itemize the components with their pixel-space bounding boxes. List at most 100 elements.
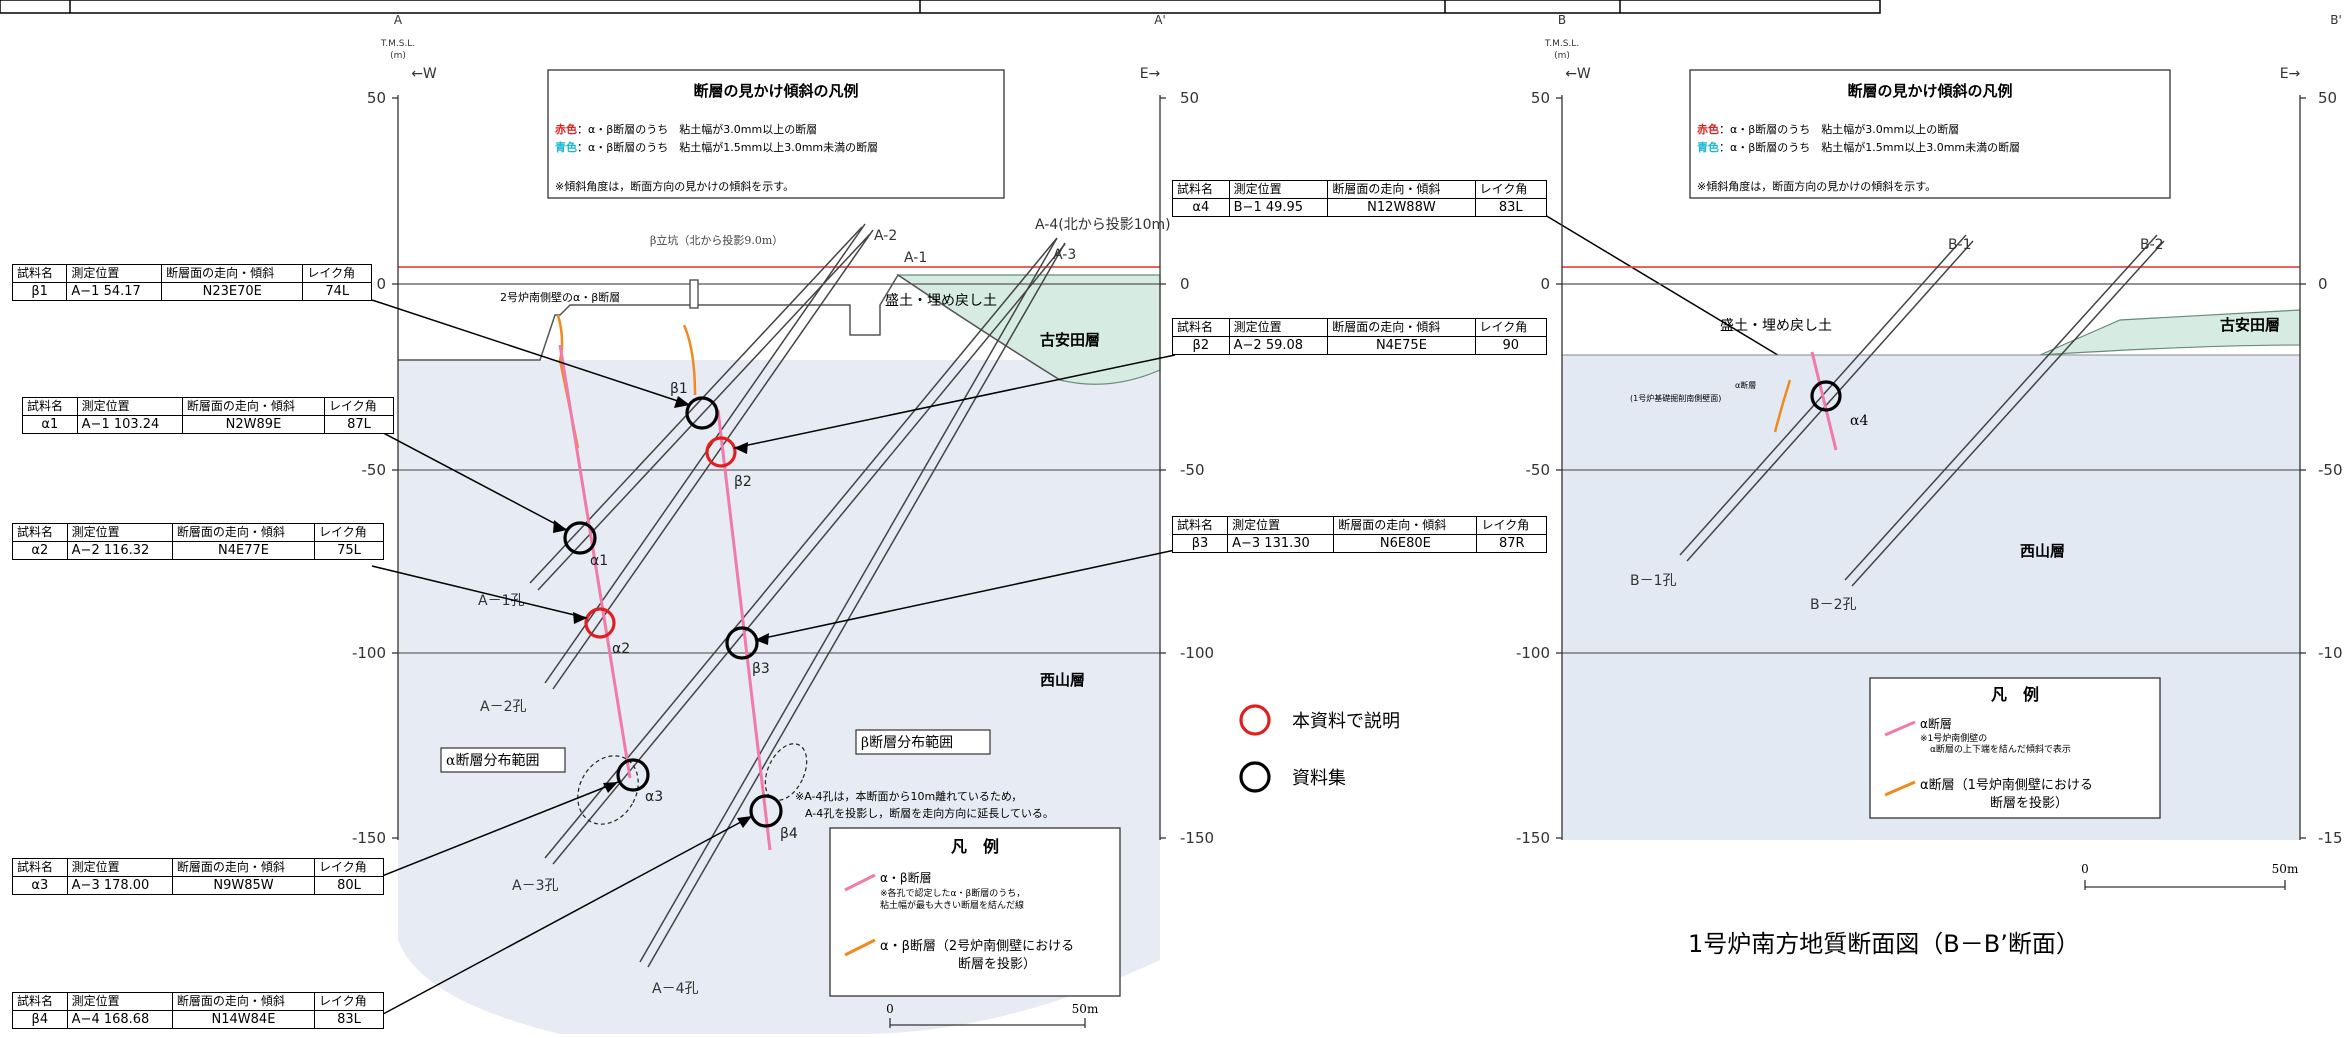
right-scale-0: 0 [2081,862,2089,876]
legend-red-text: ：α・β断層のうち 粘土幅が3.0mm以上の断層 [577,122,817,136]
cell-strike: N4E77E [171,541,316,560]
b-legend-red-row: 赤色：α・β断層のうち 粘土幅が3.0mm以上の断層 [1697,122,1959,136]
th-rake: レイク角 [1476,516,1547,535]
marker-legend-black-icon [1239,761,1271,793]
cell-sample-name: β3 [1171,534,1229,553]
sample-table-beta4: 試料名 測定位置 断層面の走向・傾斜 レイク角 β4 A−4 168.68 N1… [12,992,384,1029]
marker-alpha2 [584,607,616,639]
b-orange-fault [1773,379,1792,433]
marker-alpha3 [616,758,650,792]
b-y-tick-0: 0 [1540,275,1550,293]
b-koyasuda-label: 古安田層 [2220,316,2280,334]
bh-bottom-a4: A－4孔 [652,981,698,997]
cell-position: A−2 59.08 [1228,336,1329,355]
cell-sample-name: α1 [22,415,78,434]
th-position: 測定位置 [66,992,173,1011]
marker-beta1 [685,396,719,430]
cell-rake: 87R [1476,534,1547,553]
b-alpha-fault-label1: α断層 [1735,380,1756,390]
sample-table-beta1: 試料名 測定位置 断層面の走向・傾斜 レイク角 β1 A−1 54.17 N23… [11,264,372,301]
sample-table-beta2: 試料名 測定位置 断層面の走向・傾斜 レイク角 β2 A−2 59.08 N4E… [1172,318,1548,355]
b-y-tick-right-0: 0 [2318,275,2328,293]
b-legend-pink-note1: ※1号炉南側壁の [1920,732,1987,744]
cell-position: A−1 54.17 [66,282,163,301]
marker-label-alpha4: α4 [1850,413,1868,429]
th-position: 測定位置 [66,523,173,542]
leader-alpha3 [371,781,619,881]
b-y-tick-right-minus-10: -10 [2318,644,2343,662]
th-rake: レイク角 [314,523,384,542]
cell-rake: 75L [314,541,384,560]
bh-bottom-b1: B－1孔 [1630,573,1677,589]
b-alpha-fault-label2: (1号炉基礎掘削南側壁面) [1630,393,1721,403]
th-rake: レイク角 [314,992,384,1011]
cell-position: A−3 178.00 [66,876,173,895]
right-scale-bar [2084,880,2286,890]
b-section-start-label: B [1558,13,1566,27]
section-a: 50 0 -50 -100 -150 50 0 -50 -100 -150 A … [352,13,1214,1034]
unit2-wall-label: 2号炉南側壁のα・β断層 [500,290,620,304]
sample-table-beta3: 試料名 測定位置 断層面の走向・傾斜 レイク角 β3 A−3 131.30 N6… [1171,516,1547,553]
apparent-dip-legend-box [547,69,1005,199]
section-start-label: A [394,13,403,27]
excavation-outline [398,273,1061,381]
th-strike-dip: 断層面の走向・傾斜 [181,397,326,416]
b-legend-blue-text: ：α・β断層のうち 粘土幅が1.5mm以上3.0mm未満の断層 [1719,140,2020,154]
b-legend-pink-line [1884,720,1916,737]
alpha-fault-line [558,344,632,779]
cell-rake: 83L [1474,198,1548,217]
marker-beta4 [749,794,783,828]
th-rake: レイク角 [1474,180,1548,199]
marker-alpha1 [563,521,597,555]
th-strike-dip: 断層面の走向・傾斜 [171,523,316,542]
beta-fault-line [716,409,772,851]
bh-bottom-a1: A－1孔 [478,593,524,609]
legend-pink-line [844,873,876,892]
b-legend-red-text: ：α・β断層のうち 粘土幅が3.0mm以上の断層 [1719,122,1959,136]
th-position: 測定位置 [1228,180,1329,199]
cell-position: A−3 131.30 [1227,534,1335,553]
legend-note: ※傾斜角度は，断面方向の見かけの傾斜を示す。 [555,179,794,193]
fill-soil-label: 盛土・埋め戻し土 [885,293,997,309]
bh-top-a1: A-1 [904,250,927,266]
th-strike-dip: 断層面の走向・傾斜 [161,264,304,283]
y-tick-right-50: 50 [1180,89,1199,107]
alpha-range-label: α断層分布範囲 [446,752,539,769]
b-nishiyama-label: 西山層 [2020,542,2065,560]
apparent-dip-legend-title: 断層の見かけ傾斜の凡例 [693,82,858,100]
th-position: 測定位置 [1227,516,1335,535]
boreholes-a [529,223,1066,968]
orange-fault-middle [682,324,697,396]
b-alpha-fault-line [1810,351,1838,451]
b-legend-pink-label: α断層 [1920,716,1952,731]
cell-sample-name: β4 [12,1010,68,1029]
left-scale-0: 0 [886,1002,894,1016]
b-legend-orange-line [1884,780,1916,797]
cell-rake: 80L [314,876,384,895]
cell-strike: N4E75E [1327,336,1476,355]
y-tick-0: 0 [376,275,386,293]
fault-legend-box [829,827,1121,997]
sample-table-alpha2: 試料名 測定位置 断層面の走向・傾斜 レイク角 α2 A−2 116.32 N4… [12,523,384,560]
left-scale-bar [889,1018,1086,1028]
marker-label-beta2: β2 [734,474,752,490]
top-frame [0,0,1881,14]
y-tick-minus-150: -150 [352,829,386,847]
borehole-a4 [639,237,1066,968]
legend-pink-label: α・β断層 [880,870,932,885]
cell-strike: N14W84E [171,1010,316,1029]
leader-arrowheads [553,378,1836,828]
east-label: E→ [1140,66,1161,82]
left-scale-50: 50m [1072,1002,1099,1016]
b-legend-orange-label1: α断層（1号炉南側壁における [1920,777,2093,793]
cell-strike: N12W88W [1327,198,1476,217]
bh-bottom-a3: A－3孔 [512,878,558,894]
marker-label-alpha1: α1 [590,553,608,569]
th-sample: 試料名 [1172,180,1230,199]
b-y-tick-minus-100: -100 [1516,644,1550,662]
b-section-caption: 1号炉南方地質断面図（B－B’断面） [1688,930,2080,958]
legend-red-prefix: 赤色 [555,122,577,136]
bh-bottom-b2: B－2孔 [1810,597,1857,613]
th-position: 測定位置 [66,858,173,877]
